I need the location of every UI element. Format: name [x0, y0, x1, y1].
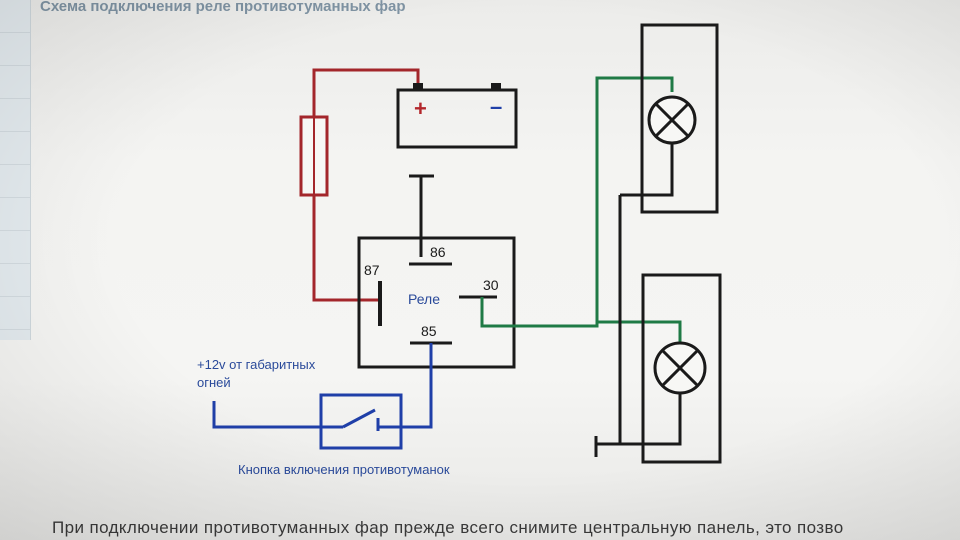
- lower-lamp-icon: [653, 341, 707, 395]
- positive-wire: [312, 68, 420, 302]
- upper-fog-lamp-housing: [640, 23, 719, 214]
- lamp-wire-main: [480, 76, 674, 328]
- battery-plus-label: +: [414, 96, 427, 121]
- relay-box: [357, 236, 516, 369]
- battery-minus-label: –: [490, 94, 502, 119]
- input-label-line2: огней: [197, 375, 231, 390]
- input-label-line1: +12v от габаритных: [197, 357, 316, 372]
- relay-pin-87: 87: [364, 262, 380, 278]
- relay-pin-85: 85: [421, 323, 437, 339]
- battery-icon: [396, 83, 518, 149]
- relay-pin-86: 86: [430, 244, 446, 260]
- lower-fog-lamp-housing: [641, 273, 722, 464]
- lamp-wire-lower: [595, 320, 682, 342]
- page-title: Схема подключения реле противотуманных ф…: [40, 0, 406, 15]
- upper-lamp-icon: [647, 95, 697, 145]
- sidebar-strip: [0, 0, 31, 340]
- relay-label: Реле: [408, 291, 440, 307]
- signal-wire-input: [212, 401, 321, 429]
- signal-wire-output: [401, 343, 433, 429]
- article-body-text: При подключении противотуманных фар преж…: [52, 518, 844, 537]
- switch-icon: [319, 393, 403, 450]
- switch-label: Кнопка включения противотуманок: [238, 462, 450, 477]
- relay-pin-30: 30: [483, 277, 499, 293]
